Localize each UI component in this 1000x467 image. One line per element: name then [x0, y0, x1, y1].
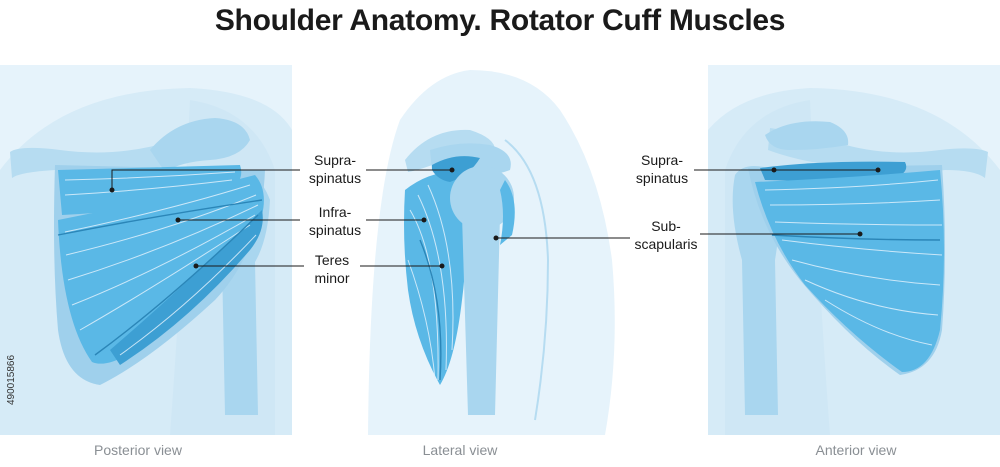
- labels: Supra- spinatus Infra- spinatus Teres mi…: [309, 152, 698, 286]
- pin-supraspinatus-lateral: [449, 167, 455, 173]
- lateral-scapula-muscles: [404, 171, 466, 385]
- caption-lateral-view: Lateral view: [423, 442, 499, 458]
- label-supraspinatus-right-line2: spinatus: [636, 170, 688, 186]
- anterior-panel: [708, 65, 1000, 435]
- posterior-acromion-bone: [150, 118, 250, 172]
- posterior-supraspinatus-muscle: [58, 165, 242, 215]
- posterior-teres-minor-muscle: [110, 210, 263, 365]
- anterior-acromion-bone: [765, 121, 849, 150]
- lateral-subscapularis-muscle: [500, 180, 515, 245]
- pin-teres-minor-posterior: [193, 263, 199, 269]
- label-supraspinatus-left-line1: Supra-: [314, 152, 356, 168]
- label-supraspinatus-left-line2: spinatus: [309, 170, 361, 186]
- label-infraspinatus-line2: spinatus: [309, 222, 361, 238]
- pin-supraspinatus-anterior-1: [771, 167, 777, 173]
- label-teres-minor-line2: minor: [314, 270, 349, 286]
- lateral-panel: [368, 70, 615, 435]
- label-infraspinatus-line1: Infra-: [319, 204, 352, 220]
- lateral-humerus-bone: [462, 215, 500, 415]
- anterior-subscapularis-muscle: [755, 170, 944, 372]
- pin-supraspinatus-posterior: [109, 187, 115, 193]
- leader-supraspinatus-posterior: [111, 169, 300, 190]
- pin-supraspinatus-anterior-2: [875, 167, 881, 173]
- lateral-body-contour: [504, 139, 550, 421]
- pin-infraspinatus-lateral: [421, 217, 427, 223]
- label-teres-minor-line1: Teres: [315, 252, 349, 268]
- pin-subscapularis-lateral: [493, 235, 499, 241]
- pin-subscapularis-anterior: [857, 231, 863, 237]
- pin-teres-minor-lateral: [439, 263, 445, 269]
- label-supraspinatus-right-line1: Supra-: [641, 152, 683, 168]
- lateral-supraspinatus-muscle: [432, 156, 480, 182]
- stock-id: 490015866: [6, 355, 17, 405]
- posterior-panel: [0, 65, 292, 435]
- caption-posterior-view: Posterior view: [94, 442, 183, 458]
- lateral-humeral-head: [450, 166, 514, 230]
- label-subscapularis-line2: scapularis: [634, 236, 697, 252]
- caption-anterior-view: Anterior view: [816, 442, 898, 458]
- label-subscapularis-line1: Sub-: [651, 218, 681, 234]
- page-title: Shoulder Anatomy. Rotator Cuff Muscles: [214, 4, 786, 37]
- leader-lines: [109, 167, 881, 269]
- pin-infraspinatus-posterior: [175, 217, 181, 223]
